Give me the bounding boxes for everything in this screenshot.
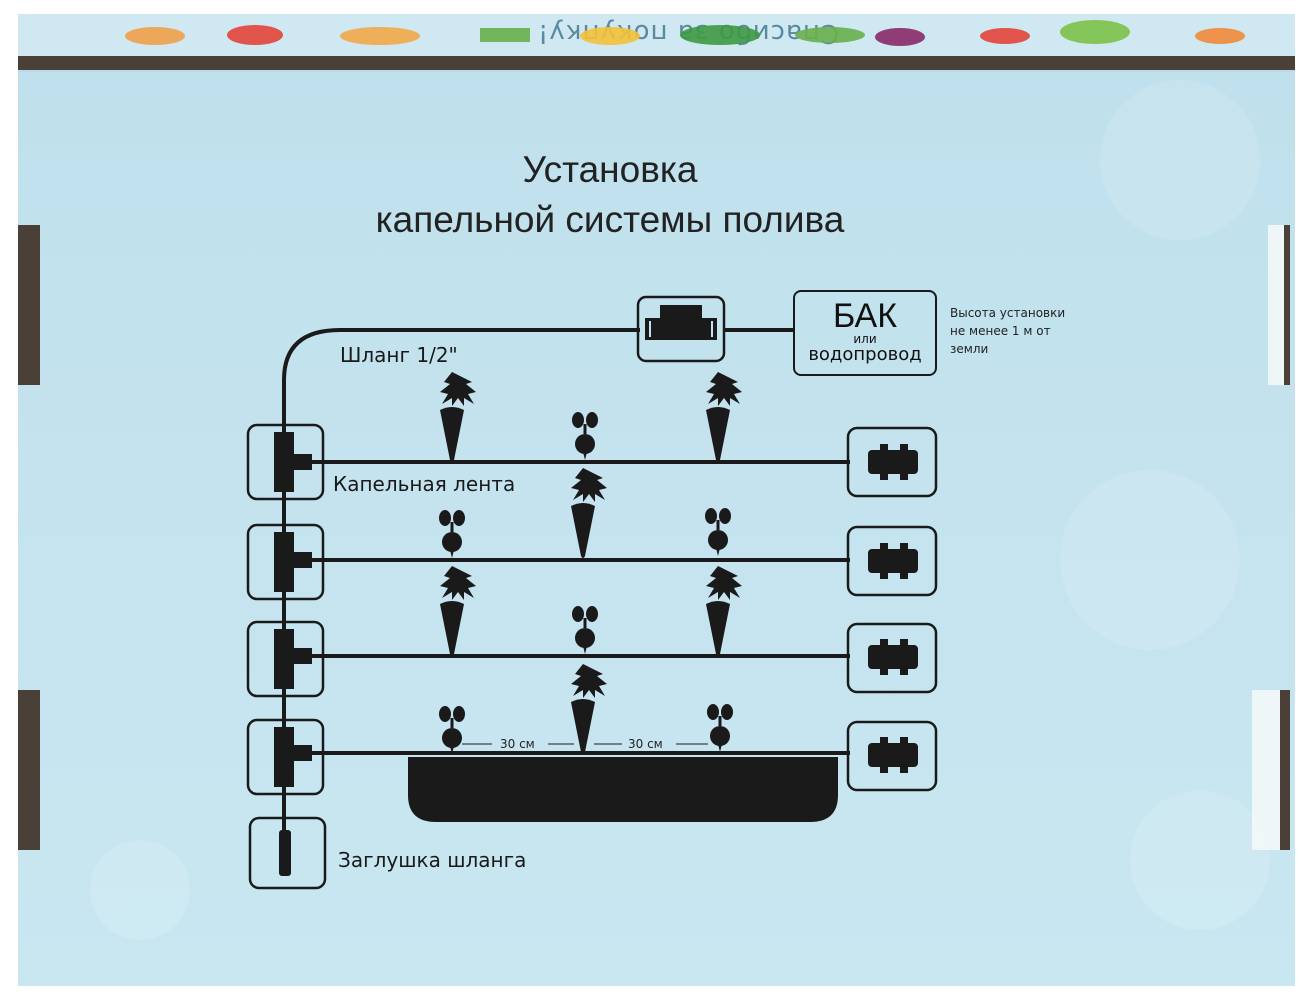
- tank-sub-label: водопровод: [808, 344, 922, 365]
- box-face: [18, 72, 1295, 986]
- height-note-line-3: земли: [950, 342, 989, 356]
- beet-icon: [707, 704, 733, 752]
- height-note-line-2: не менее 1 м от: [950, 324, 1051, 338]
- main-hose: [282, 328, 640, 830]
- carrot-icon: [706, 566, 742, 656]
- beet-icon: [439, 706, 465, 754]
- spacing-left-label: 30 см: [500, 737, 535, 751]
- vegetable-strip: [125, 20, 1245, 46]
- hose-plug-icon: [248, 816, 327, 890]
- tee-connector-1: [246, 423, 325, 501]
- lid-edge: [18, 56, 1295, 70]
- hose-label: Шланг 1/2": [340, 343, 458, 367]
- right-flap-edge-top: [1284, 225, 1290, 385]
- tee-connector-2: [246, 523, 325, 601]
- diagram-title: Установка капельной системы полива: [300, 145, 920, 245]
- right-flap-bottom: [1252, 690, 1280, 850]
- tee-connector-4: [246, 718, 325, 796]
- tank-or-label: или: [853, 332, 877, 346]
- title-line-1: Установка: [522, 149, 698, 190]
- height-note: Высота установки не менее 1 м от земли: [950, 304, 1065, 358]
- spacing-right-label: 30 см: [628, 737, 663, 751]
- carrot-icon: [571, 664, 607, 754]
- background-bubbles: [90, 80, 1270, 940]
- tank-box: БАК или водопровод: [793, 290, 937, 376]
- left-flap-bottom: [18, 690, 40, 850]
- left-flap-top: [18, 225, 40, 385]
- right-flap-edge-bottom: [1280, 690, 1290, 850]
- end-cap-4: [846, 720, 938, 792]
- carrot-icon: [440, 372, 476, 462]
- carrot-icon: [706, 372, 742, 462]
- right-flap-top: [1268, 225, 1284, 385]
- tank-label: БАК: [832, 297, 898, 335]
- height-note-line-1: Высота установки: [950, 306, 1066, 320]
- valve-icon: [636, 295, 726, 363]
- beet-icon: [439, 510, 465, 558]
- garden-bed: [408, 757, 838, 822]
- title-line-2: капельной системы полива: [375, 199, 845, 240]
- plug-label: Заглушка шланга: [338, 848, 527, 872]
- tee-connector-3: [246, 620, 325, 698]
- beet-icon: [572, 606, 598, 654]
- carrot-icon: [571, 468, 607, 558]
- end-cap-2: [846, 525, 938, 597]
- beet-icon: [572, 412, 598, 460]
- beet-icon: [705, 508, 731, 556]
- drip-tape-label: Капельная лента: [333, 472, 516, 496]
- end-cap-3: [846, 622, 938, 694]
- end-cap-1: [846, 426, 938, 498]
- carrot-icon: [440, 566, 476, 656]
